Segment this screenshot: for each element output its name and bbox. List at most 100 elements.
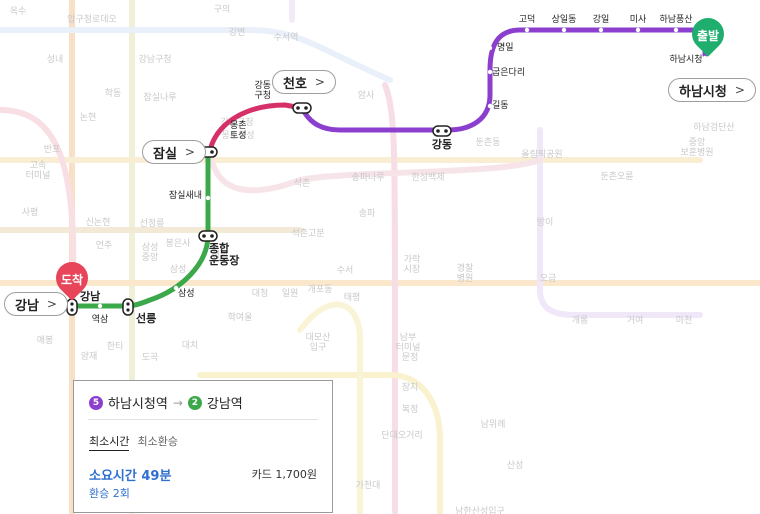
line-5-badge-icon: 5 xyxy=(89,395,103,410)
transfer-station-label: 강동 xyxy=(432,137,452,151)
travel-time: 소요시간 49분 xyxy=(89,469,172,484)
destination-station: 강남역 xyxy=(206,397,243,412)
background-station-label: 거여 xyxy=(627,314,644,326)
transfer-cheonho xyxy=(292,102,312,114)
background-station-label: 수서 xyxy=(337,265,354,276)
route-station-dot xyxy=(524,27,530,33)
background-station-label: 산성 xyxy=(507,460,524,471)
background-station-label: 오금 xyxy=(540,273,557,284)
background-station-label: 도곡 xyxy=(142,352,159,363)
route-station-label: 하남풍산 xyxy=(659,14,692,25)
background-station-label: 문정 xyxy=(402,352,419,363)
route-station-label: 상일동 xyxy=(552,14,577,25)
route-summary-panel: 5 하남시청역 → 2 강남역 최소시간 최소환승 소요시간 49분 카드 1,… xyxy=(73,380,333,513)
route-station-dot xyxy=(487,103,493,109)
background-station-label: 수서역 xyxy=(274,32,299,43)
route-station-label: 역삼 xyxy=(92,314,109,325)
callout-cheonho-label: 천호 xyxy=(283,76,307,92)
route-station-dot xyxy=(673,27,679,33)
background-station-label: 신논현 xyxy=(86,217,111,228)
background-station-label: 언주 xyxy=(96,239,113,251)
chevron-right-icon: > xyxy=(46,297,57,311)
bg-line-5b xyxy=(537,127,703,318)
background-station-label: 선정릉 xyxy=(140,218,165,229)
background-station-label: 봉은사 xyxy=(166,238,192,249)
callout-gangnam[interactable]: 강남 > xyxy=(4,292,68,316)
route-station-label: 굽은다리 xyxy=(492,67,525,78)
transfer-count: 환승 2회 xyxy=(89,487,130,500)
background-station-label: 대치 xyxy=(182,339,199,351)
background-station-label: 개롱 xyxy=(572,315,589,326)
background-station-label: 강변 xyxy=(229,27,246,38)
route-station-label: 하남시청 xyxy=(669,54,702,65)
transfer-sports-complex xyxy=(198,230,218,242)
background-station-label: 한티 xyxy=(107,341,124,352)
route-station-label: 길동 xyxy=(492,100,509,111)
callout-jamsil-label: 잠실 xyxy=(153,146,177,162)
background-station-label: 구의 xyxy=(214,4,231,15)
route-station-label: 고덕 xyxy=(519,14,536,25)
background-station-label: 성내 xyxy=(47,54,64,65)
background-station-label: 반포 xyxy=(44,144,61,155)
tab-min-time[interactable]: 최소시간 xyxy=(89,433,130,451)
background-station-label: 남위례 xyxy=(481,419,506,430)
background-station-label: 하남검단산 xyxy=(693,121,734,133)
background-station-label: 잠실나루 xyxy=(143,92,176,103)
route-line-8 xyxy=(207,102,305,153)
bg-line-2b xyxy=(0,107,77,303)
callout-hanam[interactable]: 하남시청 > xyxy=(668,78,756,102)
background-station-label: 대청 xyxy=(252,288,269,299)
background-station-label: 매봉 xyxy=(37,335,54,346)
background-station-label: 단대오거리 xyxy=(381,430,422,441)
callout-gangnam-label: 강남 xyxy=(15,298,39,314)
tab-min-transfer[interactable]: 최소환승 xyxy=(137,435,178,448)
route-station-dot xyxy=(702,55,708,61)
background-station-label: 가천대 xyxy=(356,480,381,491)
background-station-label: 개포동 xyxy=(308,284,333,295)
transfer-station-label: 강남 xyxy=(80,289,100,303)
route-station-dots xyxy=(97,27,708,309)
route-station-label: 잠실새내 xyxy=(169,190,202,201)
bg-line-2d xyxy=(207,147,543,194)
background-station-label: 남한산성입구 xyxy=(455,505,505,514)
bg-line-2c xyxy=(0,27,393,83)
route-station-dot xyxy=(173,285,179,291)
origin-station: 하남시청역 xyxy=(108,397,168,412)
background-station-label: 올림픽공원 xyxy=(521,148,562,160)
callout-jamsil[interactable]: 잠실 > xyxy=(142,140,206,164)
background-station-label: 강동구청 xyxy=(220,117,253,128)
callout-hanam-label: 하남시청 xyxy=(679,84,727,100)
background-station-label: 석촌 xyxy=(294,178,311,189)
route-station-dot xyxy=(561,27,567,33)
route-station-dot xyxy=(97,303,103,309)
chevron-right-icon: > xyxy=(184,145,195,159)
transfer-gangnam xyxy=(66,298,78,316)
chevron-right-icon: > xyxy=(314,75,325,89)
background-station-label: 둔촌오륜 xyxy=(600,171,633,182)
background-station-label: 암사 xyxy=(358,89,375,101)
transfer-stations xyxy=(66,102,452,316)
end-pin-label: 도착 xyxy=(60,273,84,287)
start-pin-label: 출발 xyxy=(696,29,720,43)
route-station-label: 삼성 xyxy=(178,288,195,299)
route-station-dot xyxy=(635,27,641,33)
background-station-label: 장지 xyxy=(402,382,419,393)
background-station-label: 복정 xyxy=(402,404,419,415)
background-station-label: 논현 xyxy=(80,112,97,123)
transfer-gangdong xyxy=(432,125,452,137)
bg-line-8b xyxy=(382,82,398,514)
background-station-label: 양재 xyxy=(81,351,98,362)
route-station-label: 미사 xyxy=(630,14,647,25)
callout-cheonho[interactable]: 천호 > xyxy=(272,70,336,94)
background-station-label: 사평 xyxy=(22,207,39,218)
route-station-dot xyxy=(487,45,493,51)
